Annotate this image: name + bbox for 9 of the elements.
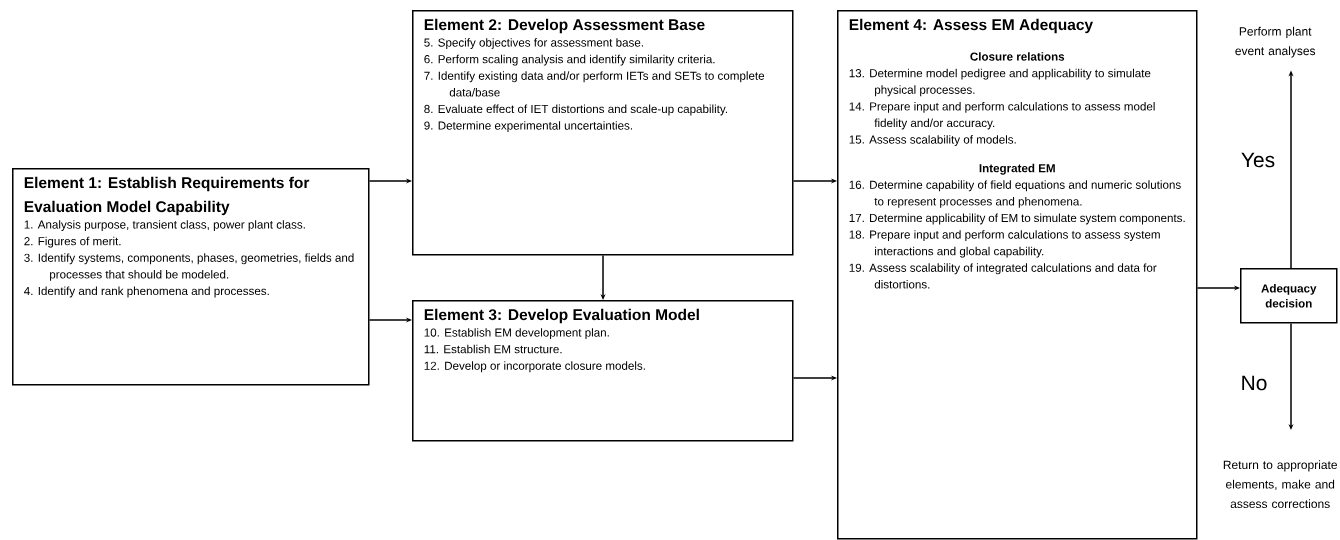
process-box: Element 2: Develop Assessment Base 5. Specify objectives for assessment base. 6. Perform scaling analysis and identify similarity criteria. 7. Identify existing data and/or perform IETs and SETs to complete data/base 8. Evaluate effect of IET distortions and scale-up capability. 9. Determine experimental uncertainties. xyxy=(412,10,794,256)
decision-box: Adequacy decision xyxy=(1240,268,1338,324)
outcome-text: Return to appropriate elements, make and assess corrections xyxy=(1223,460,1337,509)
process-box: Element 1: Establish Requirements for Evaluation Model Capability 1. Analysis purpose, transient class, power plant class. 2. Figures of merit. 3. Identify systems, components, phases, geometries, fields and processes that should be modeled. 4. Identify and rank phenomena and processes. xyxy=(12,168,370,386)
edge-label: No xyxy=(1242,375,1267,391)
process-box: Element 3: Develop Evaluation Model 10. Establish EM development plan. 11. Establish EM structure. 12. Develop or incorporate closure models. xyxy=(412,300,794,442)
process-box: Element 4: Assess EM Adequacy Closure relations 13. Determine model pedigree and applicability to simulate physical processes. 14. Prepare input and perform calculations to assess model fidelity and/or accuracy. 15. Assess scalability of models. Integrated EM 16. Determine capability of field equations and numeric solutions to represent processes and phenomena. 17. Determine applicability of EM to simulate system components. 18. Prepare input and perform calculations to assess system interactions and global capability. 19. Assess scalability of integrated calculations and data for distortions. xyxy=(837,10,1198,540)
outcome-text: Perform plant event analyses xyxy=(1235,26,1316,58)
edge-label: Yes xyxy=(1241,152,1275,168)
